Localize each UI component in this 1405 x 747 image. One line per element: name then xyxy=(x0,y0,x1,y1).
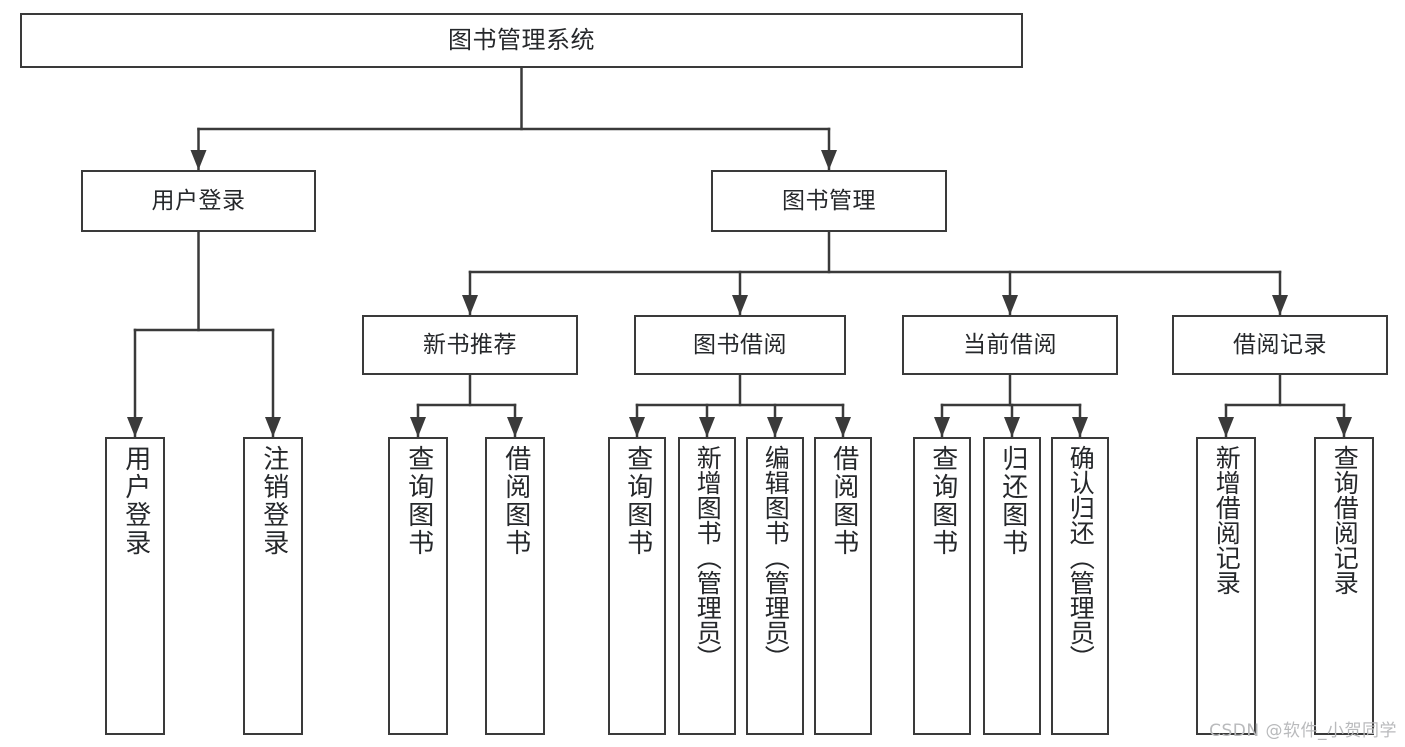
node-leaf-bb-query[interactable]: 查询图书 xyxy=(608,437,666,735)
node-current-borrow[interactable]: 当前借阅 xyxy=(902,315,1118,375)
node-leaf-bb-borrow[interactable]: 借阅图书 xyxy=(814,437,872,735)
node-book-manage[interactable]: 图书管理 xyxy=(711,170,947,232)
csdn-watermark: CSDN @软件_小贺同学 xyxy=(1209,721,1397,741)
node-leaf-rec-query[interactable]: 查询图书 xyxy=(388,437,448,735)
node-leaf-br-add[interactable]: 新增借阅记录 xyxy=(1196,437,1256,735)
node-label: 查询图书 xyxy=(622,445,653,557)
node-label: 图书管理 xyxy=(782,187,876,214)
node-label: 编辑图书（管理员） xyxy=(761,445,791,670)
node-leaf-user-login[interactable]: 用户登录 xyxy=(105,437,165,735)
node-leaf-cb-query[interactable]: 查询图书 xyxy=(913,437,971,735)
node-label: 新增借阅记录 xyxy=(1212,445,1242,595)
node-borrow-record[interactable]: 借阅记录 xyxy=(1172,315,1388,375)
node-leaf-cb-confirm[interactable]: 确认归还（管理员） xyxy=(1051,437,1109,735)
node-leaf-br-query[interactable]: 查询借阅记录 xyxy=(1314,437,1374,735)
node-label: 当前借阅 xyxy=(963,331,1057,358)
node-leaf-bb-edit[interactable]: 编辑图书（管理员） xyxy=(746,437,804,735)
node-user-login[interactable]: 用户登录 xyxy=(81,170,316,232)
node-label: 用户登录 xyxy=(120,445,151,557)
node-label: 新书推荐 xyxy=(423,331,517,358)
node-root[interactable]: 图书管理系统 xyxy=(20,13,1023,68)
node-leaf-rec-borrow[interactable]: 借阅图书 xyxy=(485,437,545,735)
node-label: 借阅记录 xyxy=(1233,331,1327,358)
node-new-book-rec[interactable]: 新书推荐 xyxy=(362,315,578,375)
node-leaf-cb-return[interactable]: 归还图书 xyxy=(983,437,1041,735)
node-leaf-bb-add[interactable]: 新增图书（管理员） xyxy=(678,437,736,735)
node-label: 图书管理系统 xyxy=(448,25,595,54)
node-label: 用户登录 xyxy=(151,187,246,214)
node-label: 注销登录 xyxy=(258,445,289,557)
node-label: 借阅图书 xyxy=(500,445,531,557)
node-label: 查询图书 xyxy=(403,445,434,557)
node-label: 查询图书 xyxy=(927,445,958,557)
node-label: 借阅图书 xyxy=(828,445,859,557)
node-book-borrow[interactable]: 图书借阅 xyxy=(634,315,846,375)
node-label: 查询借阅记录 xyxy=(1330,445,1360,595)
node-label: 确认归还（管理员） xyxy=(1066,445,1096,670)
node-leaf-user-logout[interactable]: 注销登录 xyxy=(243,437,303,735)
node-label: 归还图书 xyxy=(997,445,1028,557)
node-label: 图书借阅 xyxy=(693,331,787,358)
node-label: 新增图书（管理员） xyxy=(693,445,723,670)
